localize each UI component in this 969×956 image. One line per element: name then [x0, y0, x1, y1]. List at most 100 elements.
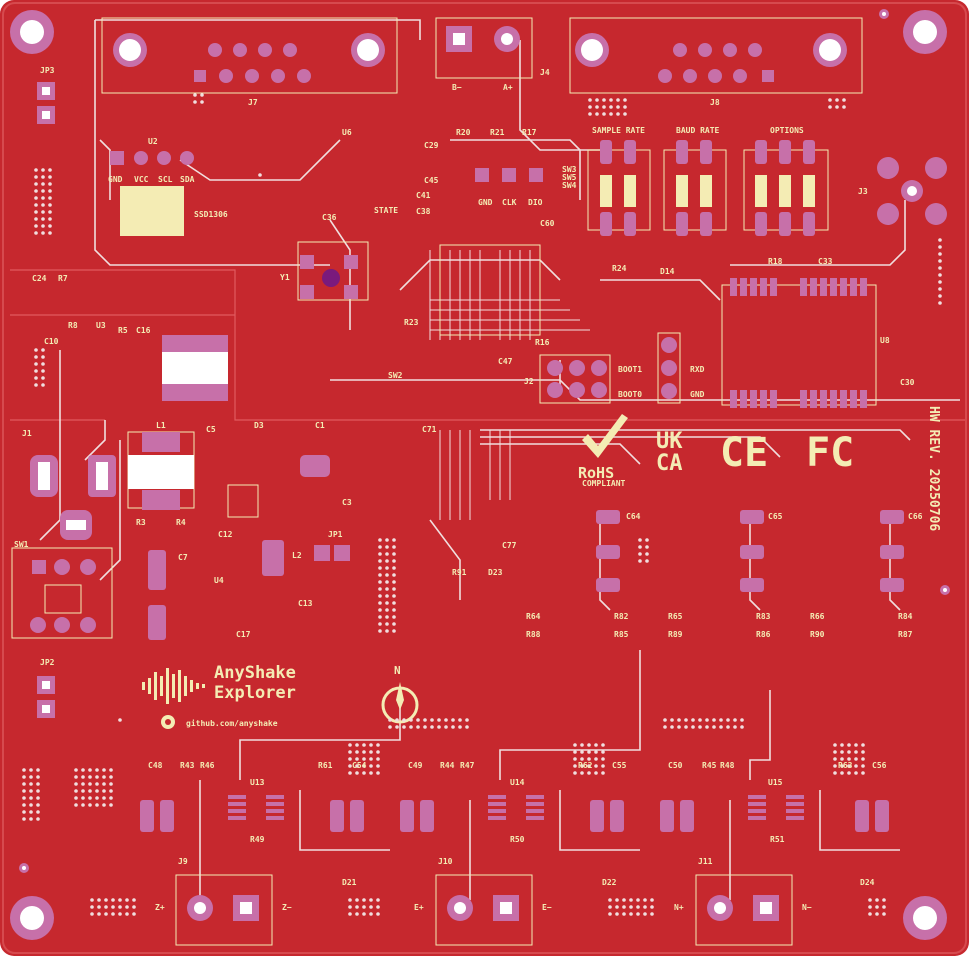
- des-c16: C16: [136, 326, 151, 335]
- connector-j4: [435, 17, 533, 79]
- des-r89: R89: [668, 630, 683, 639]
- ukca-bottom: CA: [656, 451, 683, 476]
- des-j11: J11: [698, 857, 713, 866]
- des-r21: R21: [490, 128, 505, 137]
- des-r61: R61: [318, 761, 333, 770]
- des-j2: J2: [524, 377, 534, 386]
- des-r20: R20: [456, 128, 471, 137]
- des-c5: C5: [206, 425, 216, 434]
- des-r49: R49: [250, 835, 265, 844]
- term-a-plus: A+: [503, 83, 513, 92]
- des-r65: R65: [668, 612, 683, 621]
- via-fields: [22, 93, 942, 916]
- compass-icon: N: [381, 664, 419, 724]
- oled-pin-vcc: VCC: [134, 175, 149, 184]
- des-c12: C12: [218, 530, 233, 539]
- des-r51: R51: [770, 835, 785, 844]
- des-c66: C66: [908, 512, 923, 521]
- des-c7: C7: [178, 553, 188, 562]
- label-y1: Y1: [280, 273, 290, 282]
- des-u15: U15: [768, 778, 783, 787]
- des-j10: J10: [438, 857, 453, 866]
- des-j1: J1: [22, 429, 32, 438]
- des-jp3: JP3: [40, 66, 55, 75]
- des-u3: U3: [96, 321, 106, 330]
- label-options: OPTIONS: [770, 126, 804, 135]
- des-r48: R48: [720, 761, 735, 770]
- des-r43: R43: [180, 761, 195, 770]
- des-r46: R46: [200, 761, 215, 770]
- des-c77: C77: [502, 541, 517, 550]
- des-r66: R66: [810, 612, 825, 621]
- des-r45: R45: [702, 761, 717, 770]
- branding: AnyShake Explorer github.com/anyshake: [142, 663, 296, 729]
- des-r62: R62: [578, 761, 593, 770]
- hardware-revision: HW REV. 20250706: [926, 406, 941, 531]
- des-r47: R47: [460, 761, 475, 770]
- jumpers: [37, 82, 350, 718]
- oled-pin-scl: SCL: [158, 175, 173, 184]
- rohs-text: RoHS: [578, 464, 614, 482]
- des-r64: R64: [526, 612, 541, 621]
- des-u8: U8: [880, 336, 890, 345]
- des-r91: R91: [452, 568, 467, 577]
- des-r63: R63: [838, 761, 853, 770]
- label-rxd: RXD: [690, 365, 705, 374]
- des-r16: R16: [535, 338, 550, 347]
- des-c56: C56: [872, 761, 887, 770]
- des-u6: U6: [342, 128, 352, 137]
- des-u4: U4: [214, 576, 224, 585]
- ukca-top: UK: [656, 429, 683, 454]
- des-c65: C65: [768, 512, 783, 521]
- des-d14: D14: [660, 267, 675, 276]
- label-sample-rate: SAMPLE RATE: [592, 126, 645, 135]
- ic-u8: [721, 278, 877, 408]
- des-sw1: SW1: [14, 540, 29, 549]
- swd-pin-dio: DIO: [528, 198, 543, 207]
- des-r90: R90: [810, 630, 825, 639]
- des-c45: C45: [424, 176, 439, 185]
- des-r44: R44: [440, 761, 455, 770]
- des-c60: C60: [540, 219, 555, 228]
- des-jp2: JP2: [40, 658, 55, 667]
- des-c3: C3: [342, 498, 352, 507]
- port-j8: [569, 17, 863, 94]
- certification-marks: RoHS COMPLIANT UK CA CE FC: [578, 414, 854, 488]
- label-boot0: BOOT0: [618, 390, 642, 399]
- des-r3: R3: [136, 518, 146, 527]
- rohs-compliant-text: COMPLIANT: [582, 479, 626, 488]
- des-r87: R87: [898, 630, 913, 639]
- crystal: [297, 241, 369, 301]
- port-j7: [101, 17, 398, 94]
- des-c71: C71: [422, 425, 437, 434]
- des-r86: R86: [756, 630, 771, 639]
- des-c1: C1: [315, 421, 325, 430]
- des-r8: R8: [68, 321, 78, 330]
- des-j3: J3: [858, 187, 868, 196]
- des-u14: U14: [510, 778, 525, 787]
- des-j7: J7: [248, 98, 258, 107]
- des-d3: D3: [254, 421, 264, 430]
- oled-pin-gnd: GND: [108, 175, 123, 184]
- des-c50: C50: [668, 761, 683, 770]
- ce-mark: CE: [720, 430, 768, 476]
- silkscreen-labels: SAMPLE RATE BAUD RATE OPTIONS GND VCC SC…: [14, 66, 923, 912]
- des-j9: J9: [178, 857, 188, 866]
- des-r23: R23: [404, 318, 419, 327]
- des-c54: C54: [352, 761, 367, 770]
- connector-j3: [877, 157, 947, 225]
- des-c24: C24: [32, 274, 47, 283]
- des-r83: R83: [756, 612, 771, 621]
- des-r5: R5: [118, 326, 128, 335]
- des-j8: J8: [710, 98, 720, 107]
- des-sw4: SW4: [562, 181, 577, 190]
- des-r84: R84: [898, 612, 913, 621]
- header-j2: [475, 168, 681, 404]
- terminal-blocks: [175, 874, 793, 946]
- des-d23: D23: [488, 568, 503, 577]
- label-ssd1306: SSD1306: [194, 210, 228, 219]
- des-r82: R82: [614, 612, 629, 621]
